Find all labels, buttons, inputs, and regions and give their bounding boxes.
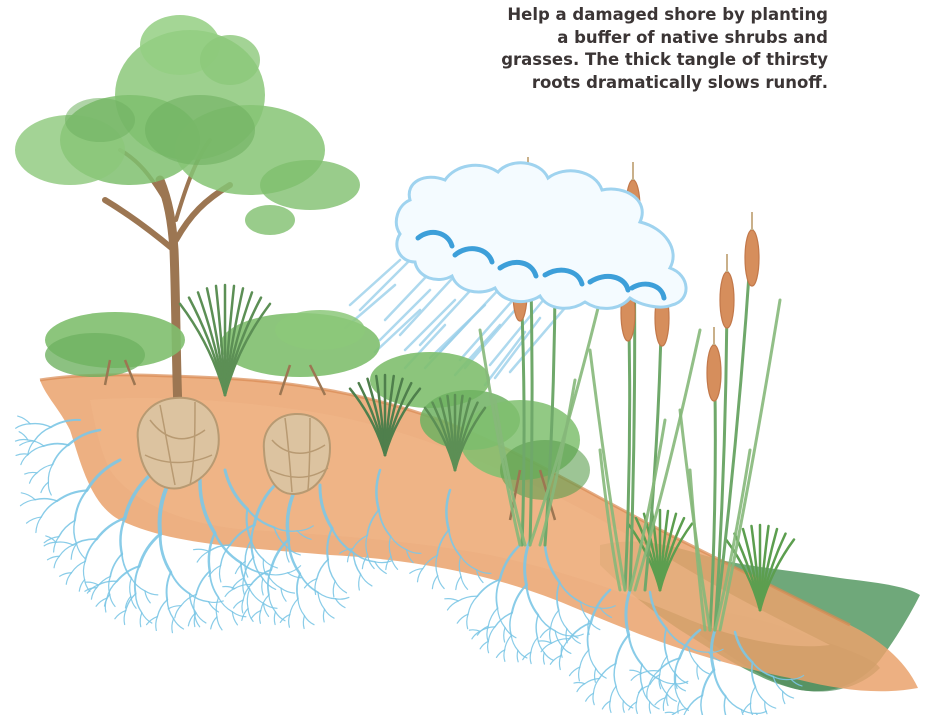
caption-line-2: a buffer of native shrubs and — [428, 27, 828, 50]
caption-line-4: roots dramatically slows runoff. — [428, 72, 828, 95]
caption: Help a damaged shore by planting a buffe… — [428, 4, 828, 94]
caption-line-1: Help a damaged shore by planting — [428, 4, 828, 27]
caption-line-3: grasses. The thick tangle of thirsty — [428, 49, 828, 72]
rain-cloud-icon — [396, 163, 686, 309]
tree-canopy — [15, 15, 360, 235]
